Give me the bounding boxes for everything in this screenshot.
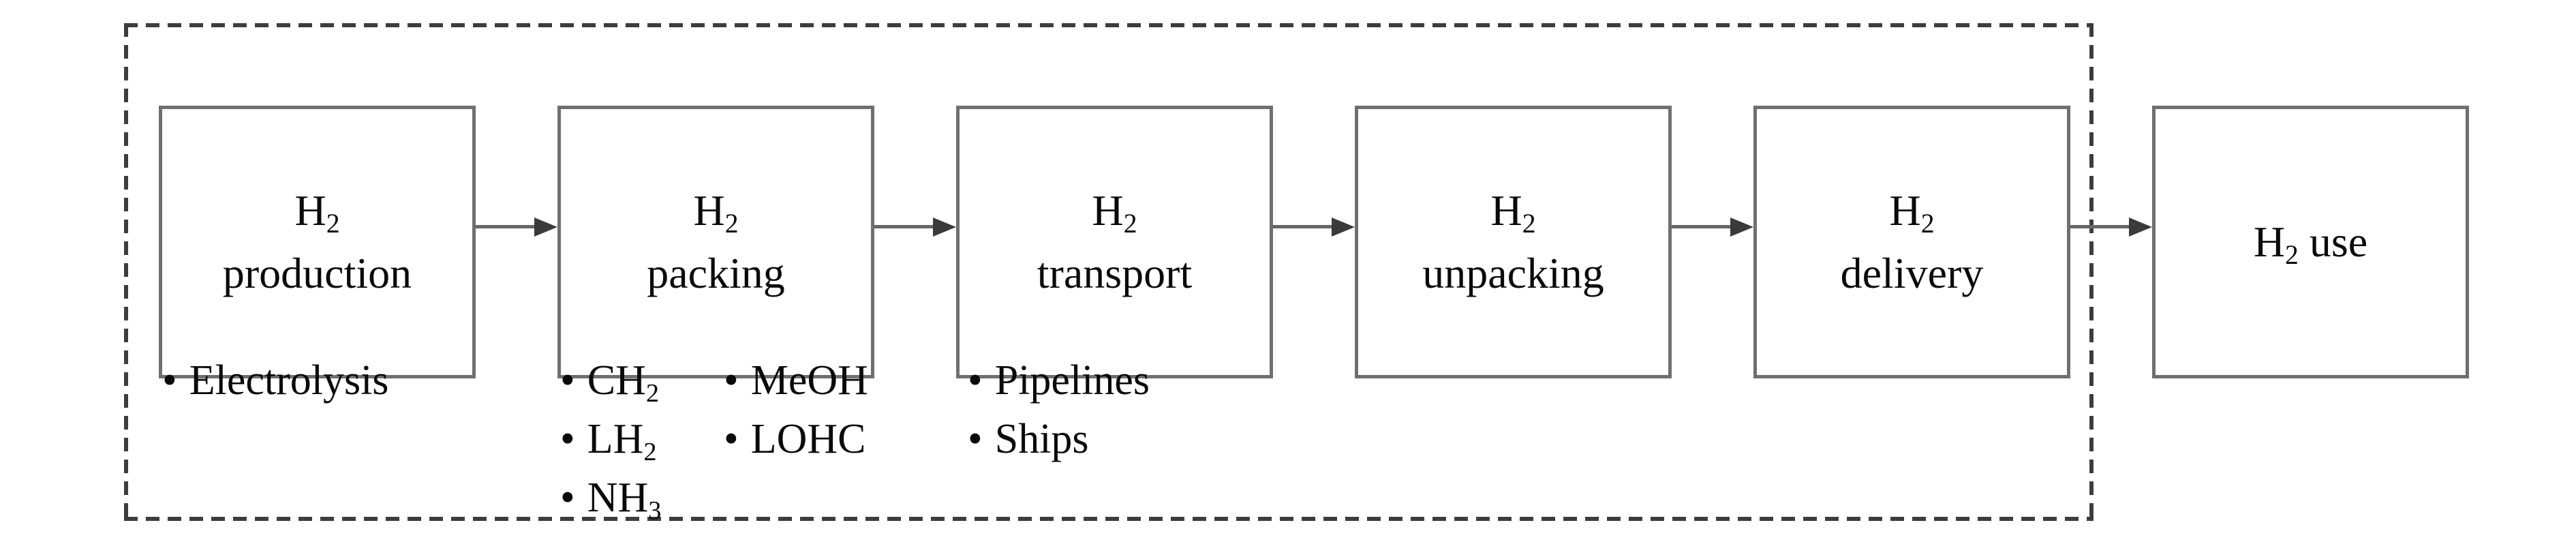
arrowhead-right-icon xyxy=(2129,217,2152,237)
bullet-icon: • xyxy=(724,416,739,462)
bullet-icon: • xyxy=(560,475,575,521)
list-item: •LOHC xyxy=(724,416,866,462)
box-title-line2: packing xyxy=(647,249,785,297)
arrow-line xyxy=(2070,225,2132,228)
box-title-line2: unpacking xyxy=(1422,249,1604,297)
bullet-list-packing-col1: •CH2 •LH2 •NH3 xyxy=(560,351,662,527)
list-item: •LH2 xyxy=(560,416,657,466)
bullet-icon: • xyxy=(724,357,739,404)
box-title: H2 xyxy=(1889,186,1935,239)
list-item: •Ships xyxy=(968,416,1089,462)
bullet-icon: • xyxy=(162,357,177,404)
bullet-icon: • xyxy=(560,357,575,404)
box-h2-packing: H2 packing xyxy=(557,106,874,378)
box-title-line2: transport xyxy=(1037,249,1193,297)
arrow-line xyxy=(1273,225,1334,228)
box-h2-transport: H2 transport xyxy=(956,106,1273,378)
arrowhead-right-icon xyxy=(1730,217,1753,237)
arrow-line xyxy=(874,225,936,228)
box-title-line2: production xyxy=(222,249,412,297)
arrow-line xyxy=(1672,225,1733,228)
box-h2-delivery: H2 delivery xyxy=(1753,106,2070,378)
list-item: •Electrolysis xyxy=(162,357,389,404)
arrow-line xyxy=(476,225,537,228)
bullet-list-production: •Electrolysis xyxy=(162,351,388,410)
bullet-icon: • xyxy=(968,416,983,462)
arrowhead-right-icon xyxy=(933,217,956,237)
box-title: H2 xyxy=(1490,186,1536,239)
box-h2-production: H2 production xyxy=(159,106,476,378)
arrowhead-right-icon xyxy=(1332,217,1355,237)
box-h2-unpacking: H2 unpacking xyxy=(1355,106,1672,378)
list-item: •NH3 xyxy=(560,475,662,525)
bullet-icon: • xyxy=(968,357,983,404)
bullet-list-packing-col2: •MeOH •LOHC xyxy=(724,351,868,468)
box-h2-use: H2 use xyxy=(2152,106,2469,378)
box-title: H2 xyxy=(693,186,739,239)
box-title-line2: delivery xyxy=(1840,249,1984,297)
list-item: •CH2 xyxy=(560,357,660,408)
list-item: •Pipelines xyxy=(968,357,1150,404)
bullet-icon: • xyxy=(560,416,575,462)
bullet-list-transport: •Pipelines •Ships xyxy=(968,351,1150,468)
list-item: •MeOH xyxy=(724,357,868,404)
box-title: H2 xyxy=(1092,186,1137,239)
arrowhead-right-icon xyxy=(534,217,557,237)
box-title: H2 xyxy=(294,186,340,239)
box-title: H2 use xyxy=(2253,217,2368,271)
